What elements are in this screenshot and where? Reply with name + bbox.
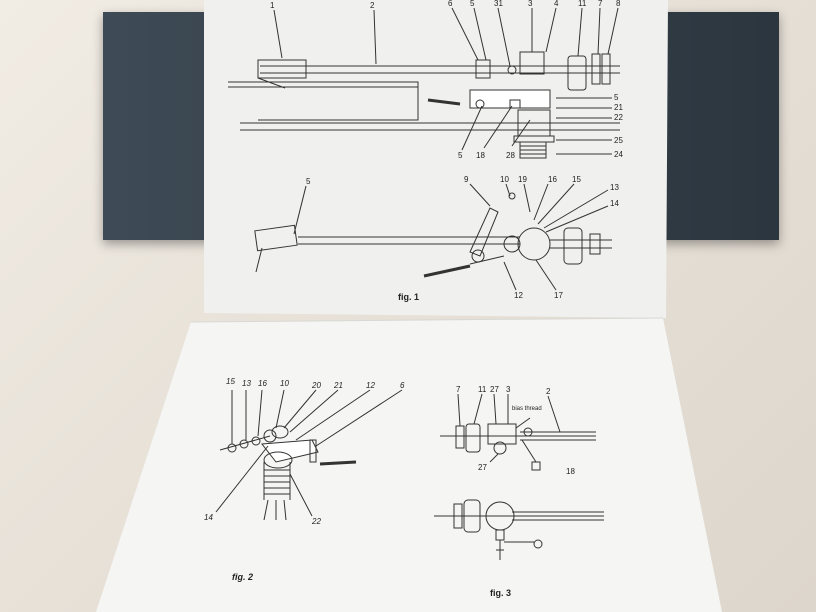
- label: 6: [448, 0, 453, 8]
- fig2-drawing: [215, 389, 403, 521]
- label: 14: [610, 199, 619, 208]
- label: 24: [614, 150, 623, 159]
- label: 18: [476, 151, 485, 160]
- label: 22: [614, 113, 623, 122]
- label: 4: [554, 0, 559, 8]
- label: 5: [614, 93, 619, 102]
- label: 21: [333, 381, 343, 390]
- label: 5: [458, 151, 463, 160]
- label: 25: [614, 136, 623, 145]
- label: 31: [494, 0, 503, 8]
- label: 6: [400, 381, 405, 390]
- label: 10: [500, 175, 509, 184]
- label: 16: [548, 175, 557, 184]
- label: 14: [204, 513, 213, 522]
- fig2-caption: fig. 2: [232, 572, 253, 582]
- label: 8: [616, 0, 621, 8]
- label: 9: [464, 175, 469, 184]
- label: 10: [280, 379, 289, 388]
- label: 18: [566, 467, 575, 476]
- label: 19: [518, 175, 527, 184]
- label: 7: [598, 0, 603, 8]
- fig1-upper-labels: 1 2 6 5 31 3 4 11 7 8 5 21 22 25 24 5 18…: [270, 0, 623, 160]
- label: 12: [366, 381, 375, 390]
- fig3-labels: 7 11 27 3 2 bias thread 27 18 fig. 3: [456, 385, 575, 598]
- fig2-labels: 15 13 16 10 20 21 12 6 14 22 fig. 2: [204, 377, 405, 582]
- bottom-sheet: [96, 318, 722, 612]
- label: 22: [311, 517, 321, 526]
- fig3-drawing: [434, 393, 604, 560]
- label: 2: [546, 387, 551, 396]
- label: 5: [470, 0, 475, 8]
- label: 13: [610, 183, 619, 192]
- label: 1: [270, 1, 275, 10]
- label: 28: [506, 151, 515, 160]
- fig1-upper-drawing: [228, 7, 620, 159]
- label: 7: [456, 385, 461, 394]
- label: 5: [306, 177, 311, 186]
- bias-thread-label: bias thread: [512, 406, 542, 412]
- fig3-caption: fig. 3: [490, 588, 511, 598]
- label: 12: [514, 291, 523, 300]
- label: 11: [578, 0, 587, 8]
- label: 27: [478, 463, 487, 472]
- label: 2: [370, 1, 375, 10]
- fig1-lower-labels: 5 9 10 19 16 15 13 14 12 17 fig. 1: [306, 175, 619, 302]
- label: 20: [311, 381, 321, 390]
- fig1-caption: fig. 1: [398, 292, 419, 302]
- label: 11: [478, 385, 487, 394]
- label: 13: [242, 379, 251, 388]
- label: 15: [572, 175, 581, 184]
- top-sheet: [204, 0, 668, 318]
- label: 16: [258, 379, 267, 388]
- label: 27: [490, 385, 499, 394]
- label: 3: [506, 385, 511, 394]
- label: 15: [226, 377, 235, 386]
- label: 3: [528, 0, 533, 8]
- label: 21: [614, 103, 623, 112]
- label: 17: [554, 291, 563, 300]
- fig1-lower-drawing: [254, 183, 612, 291]
